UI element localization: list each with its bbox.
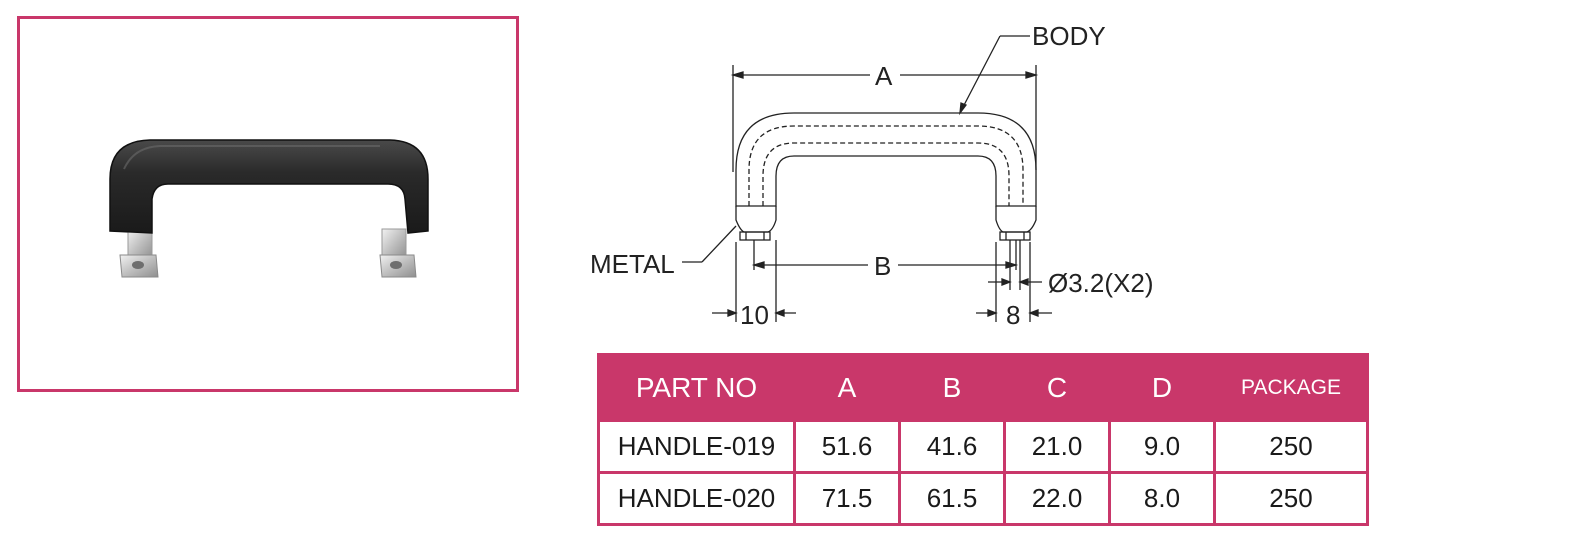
product-photo-frame — [17, 16, 519, 392]
header-package: PACKAGE — [1214, 354, 1369, 421]
spec-table: PART NO A B C D PACKAGE HANDLE-019 51.6 … — [597, 353, 1369, 526]
label-dimension-8: 8 — [1006, 300, 1020, 330]
cell-c: 21.0 — [1003, 419, 1111, 474]
front-view-metal-left — [735, 206, 777, 233]
cell-part-no: HANDLE-019 — [597, 419, 796, 474]
metal-tab-right — [379, 228, 417, 278]
header-c: C — [1004, 354, 1111, 421]
table-header-row: PART NO A B C D PACKAGE — [598, 354, 1369, 421]
cell-c: 22.0 — [1003, 471, 1111, 526]
header-part-no: PART NO — [598, 354, 796, 421]
cell-part-no: HANDLE-020 — [597, 471, 796, 526]
header-b: B — [899, 354, 1006, 421]
header-a: A — [794, 354, 901, 421]
metal-tab-left — [119, 228, 159, 278]
cell-b: 61.5 — [898, 471, 1006, 526]
cell-b: 41.6 — [898, 419, 1006, 474]
table-row: HANDLE-019 51.6 41.6 21.0 9.0 250 — [597, 419, 1369, 474]
cell-a: 51.6 — [793, 419, 901, 474]
label-dimension-10-front: 10 — [740, 300, 769, 330]
label-dimension-a: A — [875, 61, 893, 91]
cell-d: 9.0 — [1108, 419, 1216, 474]
front-view-metal-right — [995, 206, 1037, 233]
label-body: BODY — [1032, 21, 1106, 51]
cell-package: 250 — [1213, 419, 1369, 474]
cell-package: 250 — [1213, 471, 1369, 526]
cell-d: 8.0 — [1108, 471, 1216, 526]
label-metal: METAL — [590, 249, 675, 279]
label-dimension-b: B — [874, 251, 891, 281]
technical-drawing: BODY METAL A B Ø3.2(X2) 10 8 5 C D 10 — [590, 21, 1154, 330]
header-d: D — [1109, 354, 1216, 421]
handle-photo — [109, 139, 429, 278]
table-row: HANDLE-020 71.5 61.5 22.0 8.0 250 — [597, 471, 1369, 526]
handle-body — [109, 139, 429, 234]
label-hole-diameter: Ø3.2(X2) — [1048, 268, 1154, 298]
cell-a: 71.5 — [793, 471, 901, 526]
